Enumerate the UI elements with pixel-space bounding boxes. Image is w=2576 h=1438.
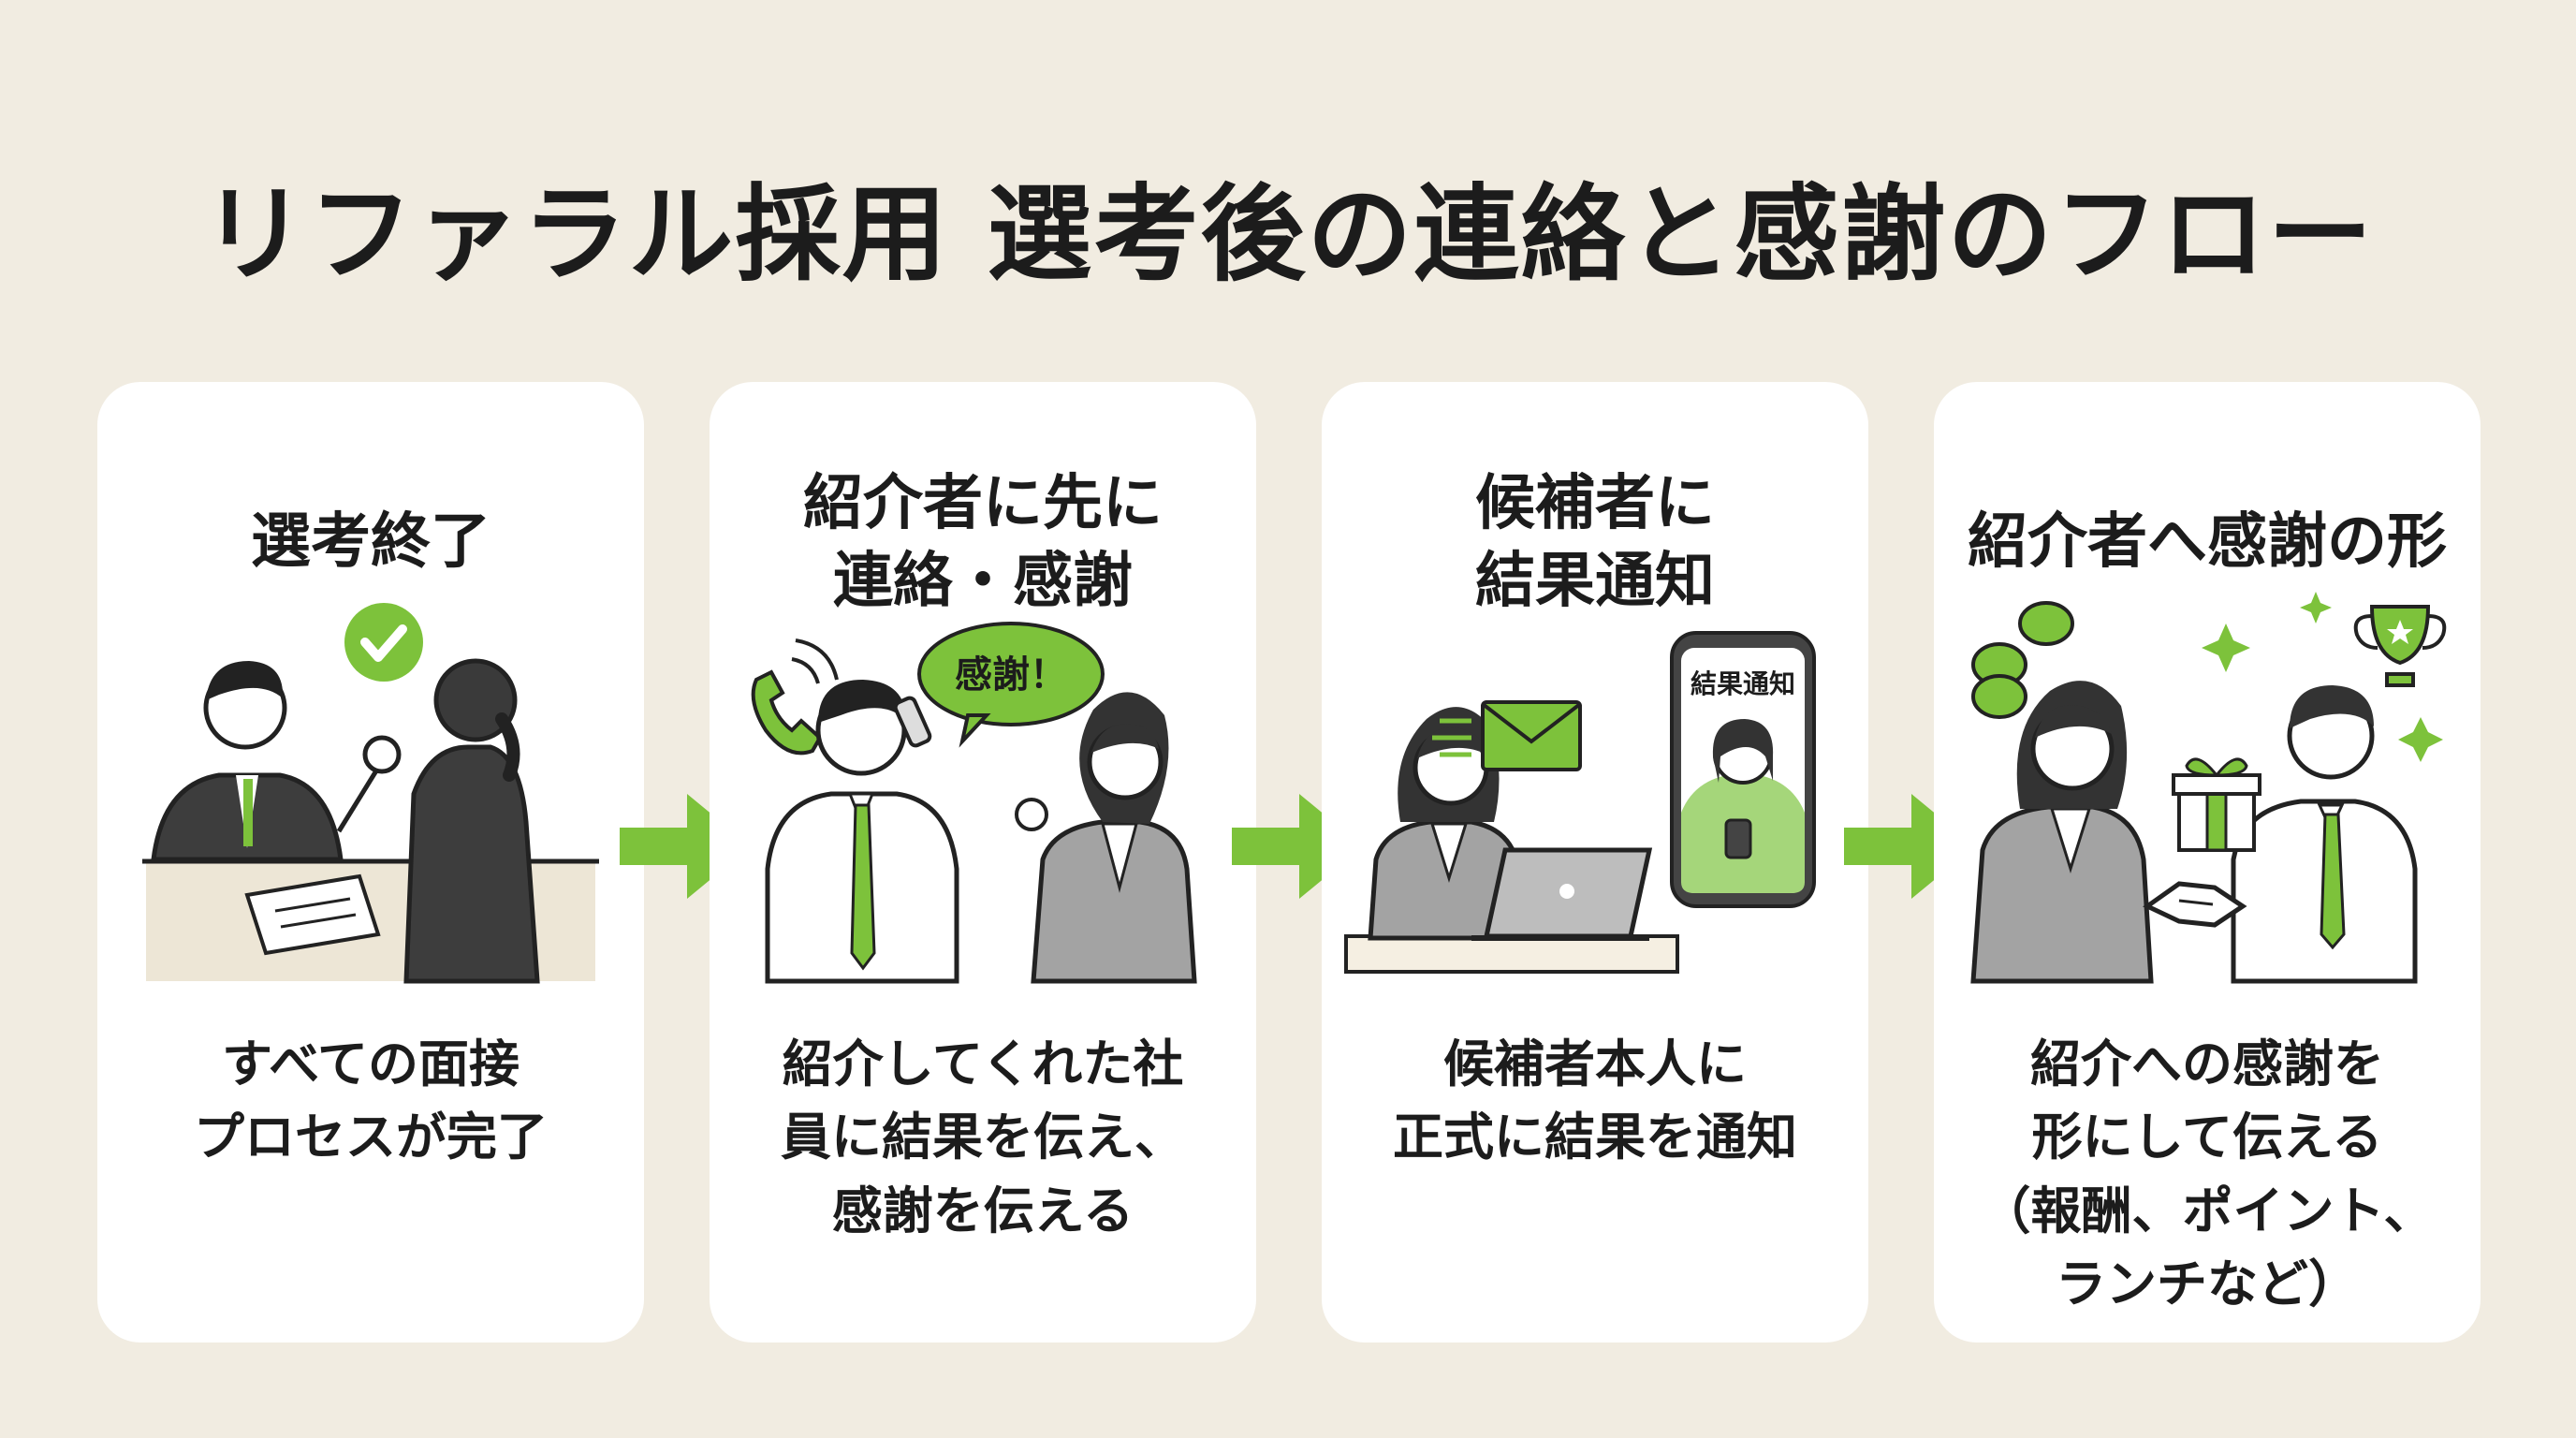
bubble-label: 感謝！ <box>955 653 1067 697</box>
step-card-4: 紹介者へ感謝の形 <box>1934 382 2481 1343</box>
speech-bubble-icon: 感謝！ <box>917 622 1105 748</box>
sparkle-icon <box>2202 592 2443 762</box>
page-title: リファラル採用 選考後の連絡と感謝のフロー <box>201 174 2375 296</box>
step-4-illustration <box>1970 592 2447 984</box>
coins-icon <box>1971 601 2074 719</box>
gift-icon <box>2172 757 2261 852</box>
trophy-icon <box>2353 605 2447 687</box>
step-3-title: 候補者に 結果通知 <box>1475 468 1715 616</box>
step-2-desc: 紹介してくれた社 員に結果を伝え、 感謝を伝える <box>781 1034 1185 1240</box>
laptop-icon <box>1471 847 1653 941</box>
step-card-2: 紹介者に先に 連絡・感謝 感謝！ 紹介してくれた社 員に結果を伝え、 感謝を伝え… <box>710 382 1256 1343</box>
phone-screen-label: 結果通知 <box>1690 668 1795 699</box>
step-4-title: 紹介者へ感謝の形 <box>1968 507 2447 578</box>
phone-icon <box>751 638 839 756</box>
smartphone-icon: 結果通知 <box>1670 631 1816 908</box>
envelope-icon <box>1432 700 1582 771</box>
step-card-1: 選考終了 すべての面接 プロセスが完了 <box>97 382 644 1343</box>
step-4-desc: 紹介への感謝を 形にして伝える （報酬、ポイント、 ランチなど） <box>1980 1034 2435 1313</box>
document-icon <box>244 873 381 956</box>
step-1-desc: すべての面接 プロセスが完了 <box>194 1034 548 1167</box>
step-2-illustration: 感謝！ <box>751 622 1197 984</box>
step-3-illustration: 結果通知 <box>1344 631 1816 974</box>
step-1-illustration <box>142 603 599 984</box>
handshake-icon <box>2143 881 2247 928</box>
step-2-title: 紹介者に先に 連絡・感謝 <box>803 468 1163 616</box>
step-3-desc: 候補者本人に 正式に結果を通知 <box>1393 1034 1797 1167</box>
step-card-3: 候補者に 結果通知 結果通知 候補者本人に 正式に結果を <box>1322 382 1868 1343</box>
check-icon <box>344 603 423 682</box>
step-1-title: 選考終了 <box>251 507 490 578</box>
